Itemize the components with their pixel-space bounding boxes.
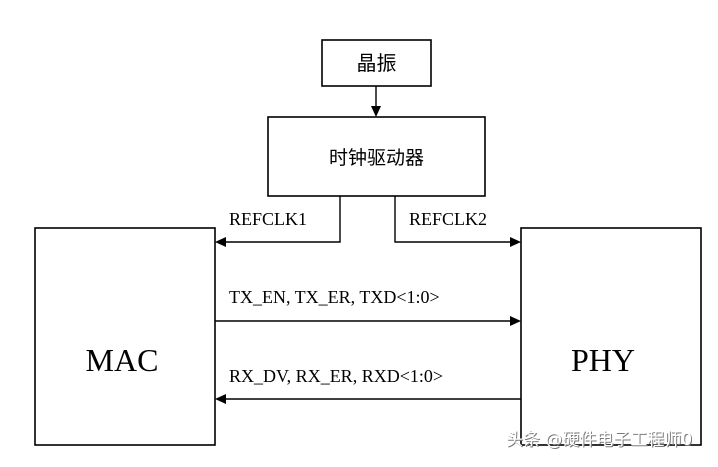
watermark-shadow: 头条 @硬件电子工程师0	[507, 431, 693, 451]
refclk2-line	[394, 196, 511, 243]
tx-label: TX_EN, TX_ER, TXD<1:0>	[229, 287, 440, 307]
phy-box	[520, 227, 702, 446]
clock-driver-box	[267, 116, 486, 197]
refclk1-label: REFCLK1	[229, 209, 307, 229]
mac-box	[34, 227, 216, 446]
rx-label: RX_DV, RX_ER, RXD<1:0>	[229, 366, 443, 386]
refclk2-arrowhead	[510, 237, 521, 247]
mac-label: MAC	[86, 342, 159, 378]
rx-arrowhead	[215, 394, 226, 404]
oscillator-box	[321, 39, 432, 87]
refclk1-arrowhead	[215, 237, 226, 247]
oscillator-to-driver-arrowhead	[371, 106, 381, 117]
refclk2-label: REFCLK2	[409, 209, 487, 229]
clock-driver-label: 时钟驱动器	[329, 147, 424, 169]
phy-label: PHY	[571, 342, 635, 378]
oscillator-label: 晶振	[357, 52, 397, 75]
watermark-text: 头条 @硬件电子工程师0	[506, 430, 692, 450]
tx-arrowhead	[510, 316, 521, 326]
refclk1-line	[224, 196, 341, 243]
